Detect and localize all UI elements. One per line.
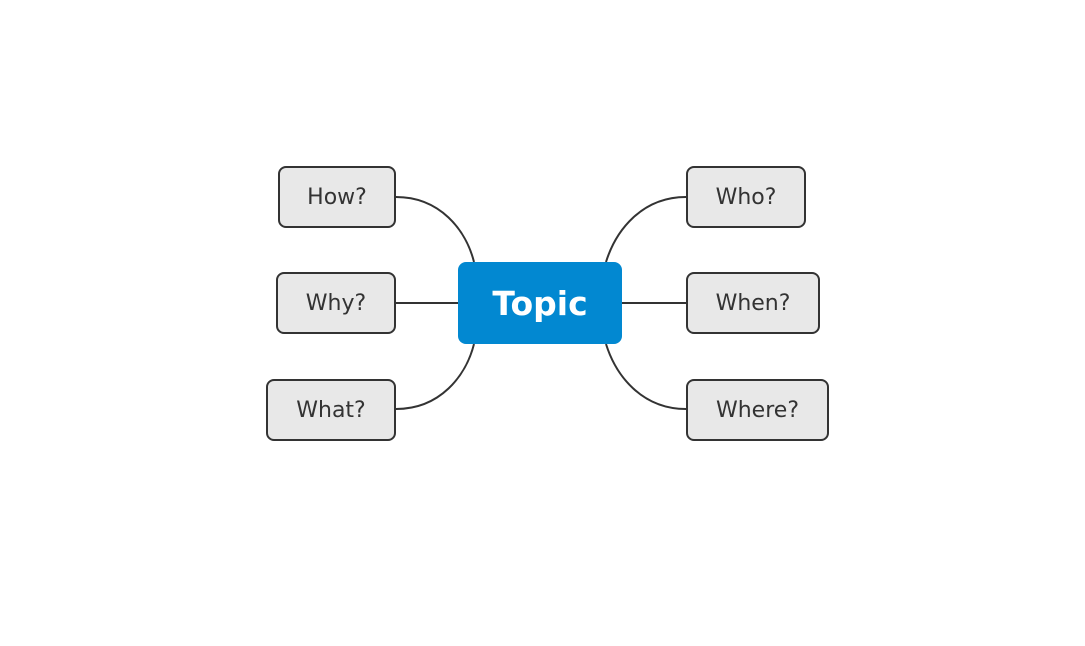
- connector-what: [395, 343, 475, 410]
- central-topic-node[interactable]: Topic: [458, 262, 622, 344]
- connector-where: [605, 343, 687, 410]
- branch-label: When?: [715, 290, 791, 316]
- branch-node-what[interactable]: What?: [266, 379, 396, 441]
- branch-label: Who?: [715, 184, 777, 210]
- branch-label: Where?: [715, 397, 799, 423]
- connector-how: [395, 196, 475, 263]
- branch-node-why[interactable]: Why?: [276, 272, 396, 334]
- branch-node-where[interactable]: Where?: [686, 379, 829, 441]
- branch-label: What?: [296, 397, 366, 423]
- branch-label: Why?: [305, 290, 367, 316]
- central-topic-label: Topic: [492, 283, 588, 323]
- branch-node-when[interactable]: When?: [686, 272, 820, 334]
- branch-label: How?: [307, 184, 367, 210]
- branch-node-how[interactable]: How?: [278, 166, 396, 228]
- branch-node-who[interactable]: Who?: [686, 166, 806, 228]
- connector-who: [605, 196, 687, 263]
